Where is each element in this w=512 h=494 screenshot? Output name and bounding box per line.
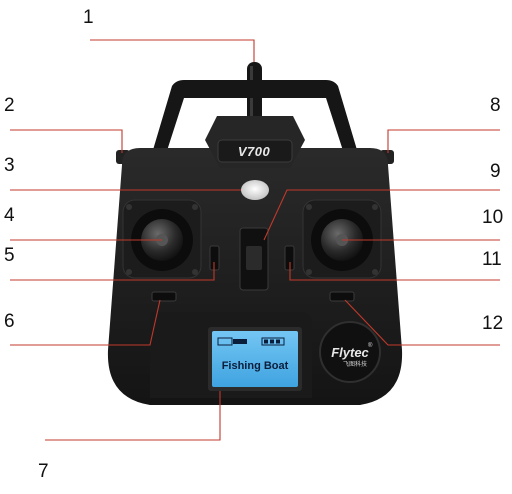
callout-1-antenna: 1 [83,7,94,28]
brand-logo-text: Flytec [331,345,369,360]
model-badge [217,139,293,163]
callout-3-power-light: 3 [4,155,15,176]
brand-knob [319,321,381,383]
callout-4-left-joystick: 4 [4,205,15,226]
right-vertical-trim-switch[interactable] [329,291,355,302]
left-vertical-trim-switch[interactable] [151,291,177,302]
callout-12-right-v-trim: 12 [482,313,504,334]
lcd-display [208,327,302,391]
power-switch[interactable] [239,227,269,291]
model-label: V700 [237,144,271,159]
callout-7-lcd: 7 [38,461,49,482]
battery-icon [217,337,233,346]
registered-mark: ® [368,343,373,349]
callout-10-right-joystick: 10 [482,207,504,228]
brand-subtext: 飞图科技 [342,362,367,368]
power-indicator-light [241,180,269,200]
callout-11-right-h-trim: 11 [482,249,502,270]
callout-5-left-h-trim: 5 [4,245,15,266]
callout-6-left-v-trim: 6 [4,311,15,332]
lcd-mode-text: Fishing Boat [221,360,289,372]
battery-icon [261,337,285,346]
callout-9-power-switch: 9 [490,161,501,182]
callout-8-right-shoulder: 8 [490,95,501,116]
callout-2-left-shoulder: 2 [4,95,15,116]
leader-lines [10,39,500,441]
left-joystick[interactable] [122,199,202,279]
carry-handle [150,80,360,160]
right-joystick[interactable] [302,199,382,279]
